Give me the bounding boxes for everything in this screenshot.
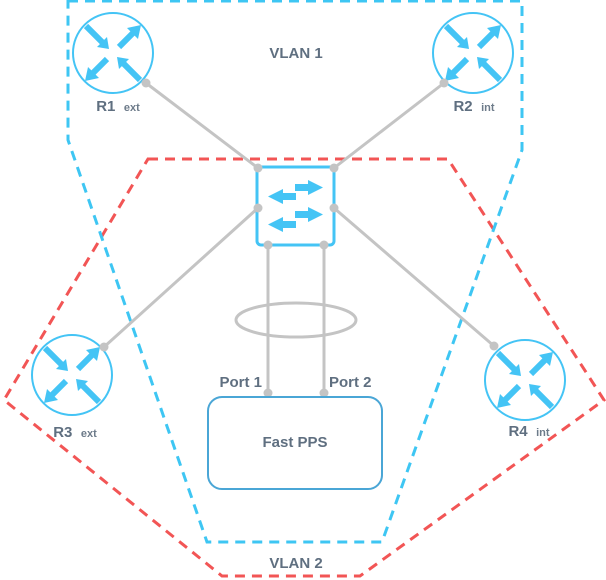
lag-bundle-ellipse: [234, 301, 358, 339]
router-r2[interactable]: [432, 12, 514, 94]
fast-pps-label: Fast PPS: [262, 434, 327, 451]
link-r3-switch: [102, 206, 260, 349]
link-r4-switch: [333, 206, 495, 348]
dot-port1: [263, 388, 273, 398]
fast-pps[interactable]: Fast PPS: [207, 396, 383, 490]
vlan2-label: VLAN 2: [269, 555, 322, 572]
link-r2-switch: [333, 81, 445, 170]
router-r3[interactable]: [31, 334, 113, 416]
dot-sw-tr: [329, 163, 339, 173]
dot-sw-tl: [253, 163, 263, 173]
router-r4-label: R4 int: [508, 423, 549, 440]
dot-r4: [489, 341, 499, 351]
router-r2-label: R2 int: [453, 98, 494, 115]
connection-dots: [99, 78, 499, 398]
switch-icon: [268, 180, 323, 232]
links: [102, 81, 495, 395]
dot-r2: [439, 78, 449, 88]
vlan1-label: VLAN 1: [269, 45, 322, 62]
fast-pps-box[interactable]: [207, 396, 383, 490]
dot-r1: [141, 78, 151, 88]
router-r4[interactable]: [484, 339, 566, 421]
vlan2-boundary: [2, 157, 606, 578]
dot-sw-mr: [329, 203, 339, 213]
switch-box[interactable]: [255, 165, 336, 247]
dot-sw-br: [319, 240, 329, 250]
port2-label: Port 2: [329, 374, 372, 391]
vlan1-boundary: [66, 0, 524, 544]
switch[interactable]: [255, 165, 336, 247]
dot-r3: [99, 342, 109, 352]
dot-sw-bl: [263, 240, 273, 250]
router-r1[interactable]: [72, 12, 154, 94]
port1-label: Port 1: [219, 374, 262, 391]
link-r1-switch: [145, 81, 259, 170]
router-r3-label: R3 ext: [53, 424, 97, 441]
dot-port2: [319, 388, 329, 398]
router-r1-label: R1 ext: [96, 98, 140, 115]
dot-sw-ml: [253, 203, 263, 213]
